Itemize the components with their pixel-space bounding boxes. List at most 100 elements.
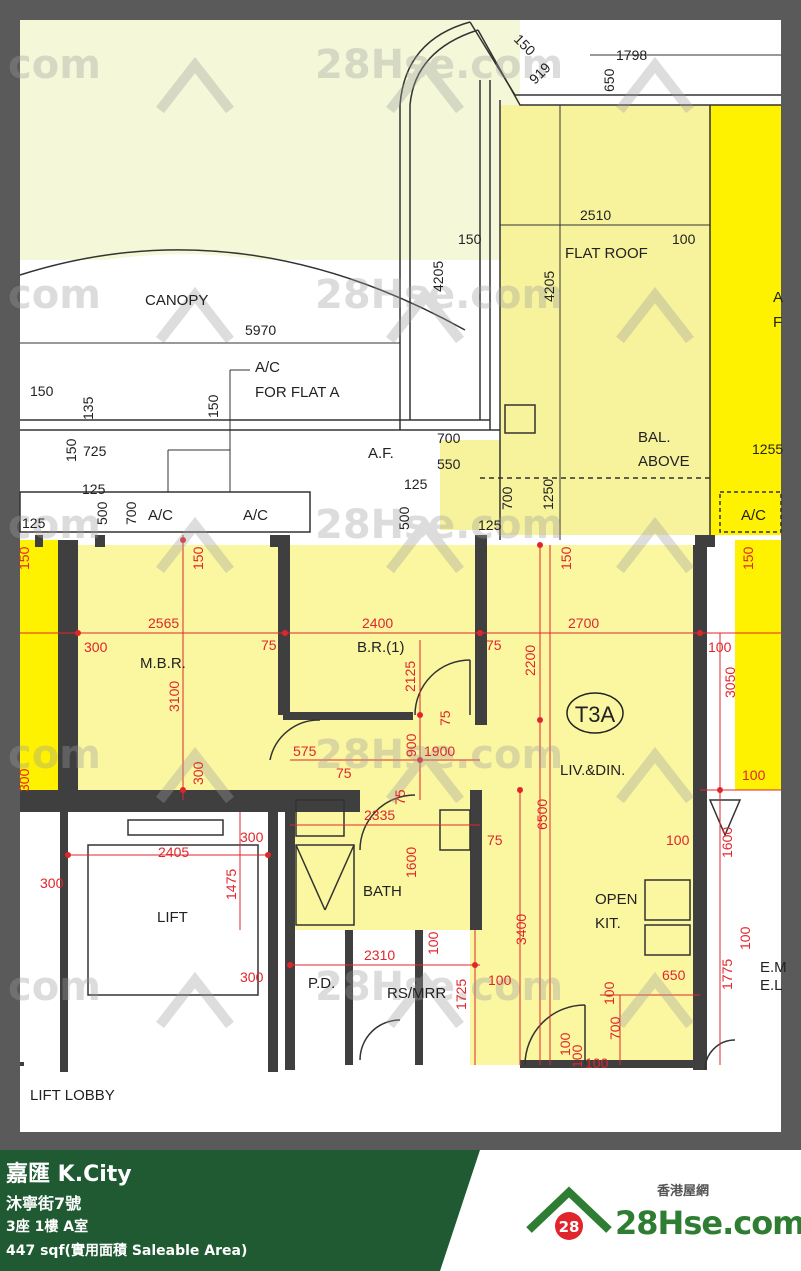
unit-label: T3A: [575, 702, 616, 727]
right-label-f: F: [773, 314, 782, 331]
ac-flat-a-label-2: FOR FLAT A: [255, 384, 339, 401]
dim-500-a: 500: [94, 501, 110, 525]
brand-name: 28Hse.com: [615, 1204, 801, 1242]
rs-mrr-label: RS/MRR: [387, 985, 446, 1002]
svg-text:com: com: [8, 272, 101, 318]
dim-135: 135: [80, 396, 96, 420]
dim-150-red-d: 150: [16, 546, 32, 570]
dim-125-b: 125: [404, 476, 428, 492]
svg-text:28Hse.com: 28Hse.com: [315, 272, 563, 318]
ac-label-3: A/C: [741, 507, 766, 524]
em-label-2: E.L: [760, 977, 783, 994]
dim-650: 650: [601, 68, 617, 92]
flat-roof-label: FLAT ROOF: [565, 245, 648, 262]
dim-150-e: 150: [63, 438, 79, 462]
dim-2125: 2125: [402, 661, 418, 692]
dim-1600-b: 1600: [403, 847, 419, 878]
dim-300-d: 300: [40, 875, 64, 891]
dim-150-b: 150: [458, 231, 482, 247]
dim-100-e: 100: [569, 1044, 585, 1068]
dim-6500: 6500: [534, 799, 550, 830]
canopy-label: CANOPY: [145, 292, 208, 309]
dim-2200: 2200: [522, 645, 538, 676]
dim-500-b: 500: [396, 506, 412, 530]
dim-1900: 1900: [424, 743, 455, 759]
dim-100-b: 100: [666, 832, 690, 848]
svg-text:com: com: [8, 502, 101, 548]
bath-label: BATH: [363, 883, 402, 900]
brand-badge: 28: [559, 1218, 580, 1236]
unit-label-oval: [566, 692, 624, 734]
address: 沐寧街7號: [6, 1194, 82, 1213]
dim-75-b: 75: [486, 637, 502, 653]
dim-100-f: 100: [601, 981, 617, 1005]
dim-2510: 2510: [580, 207, 611, 223]
dim-100-h: 100: [737, 926, 753, 950]
lift-lobby-label: LIFT LOBBY: [30, 1087, 115, 1104]
dim-150-red-c: 150: [740, 546, 756, 570]
dim-2310: 2310: [364, 947, 395, 963]
brand-tagline: 香港屋網: [656, 1184, 709, 1199]
dim-700-c: 700: [499, 486, 515, 510]
dim-650: 650: [662, 967, 686, 983]
dim-4205-b: 4205: [541, 271, 557, 302]
master-bedroom-area: [78, 545, 283, 790]
svg-text:28Hse.com: 28Hse.com: [315, 964, 563, 1010]
dim-900: 900: [403, 733, 419, 757]
right-label-a: A: [773, 289, 783, 306]
saleable-area: 447 sqf(實用面積 Saleable Area): [6, 1243, 248, 1259]
dim-100-d: 100: [488, 972, 512, 988]
open-kitchen-label-1: OPEN: [595, 891, 638, 908]
dim-150-red-a: 150: [190, 546, 206, 570]
dim-150-d: 150: [205, 394, 221, 418]
balcony-label-1: BAL.: [638, 429, 671, 446]
dim-1775: 1775: [719, 959, 735, 990]
lift-label: LIFT: [157, 909, 188, 926]
af-label: A.F.: [368, 445, 394, 462]
dim-3100: 3100: [166, 681, 182, 712]
dim-575: 575: [293, 743, 317, 759]
dim-2335: 2335: [364, 807, 395, 823]
svg-text:com: com: [8, 964, 101, 1010]
dim-2400: 2400: [362, 615, 393, 631]
dim-3050: 3050: [722, 667, 738, 698]
footer: 嘉匯 K.City 沐寧街7號 3座 1樓 A室 447 sqf(實用面積 Sa…: [0, 1150, 801, 1271]
dim-300-e: 300: [240, 969, 264, 985]
em-label-1: E.M: [760, 959, 787, 976]
dim-3400: 3400: [513, 914, 529, 945]
flat-roof-area: [500, 105, 710, 535]
dim-1798: 1798: [616, 47, 647, 63]
walls: [20, 535, 715, 1072]
dim-1250: 1250: [540, 479, 556, 510]
footer-green-band: [0, 1150, 480, 1271]
dim-125-a: 125: [82, 481, 106, 497]
bedroom-1-area: [290, 545, 485, 715]
bath-area: [290, 790, 485, 930]
dim-1255: 1255: [752, 441, 783, 457]
svg-text:28Hse.com: 28Hse.com: [315, 502, 563, 548]
dim-4205-a: 4205: [430, 261, 446, 292]
dim-725: 725: [83, 443, 107, 459]
balcony-label-2: ABOVE: [638, 453, 690, 470]
ac-flat-a-label-1: A/C: [255, 359, 280, 376]
dim-2565: 2565: [148, 615, 179, 631]
dim-75-f: 75: [487, 832, 503, 848]
living-dining-label: LIV.&DIN.: [560, 762, 625, 779]
dim-75-a: 75: [261, 637, 277, 653]
estate-name: 嘉匯 K.City: [6, 1162, 132, 1187]
dim-100-c: 100: [425, 931, 441, 955]
dim-300-a: 300: [84, 639, 108, 655]
dim-150-red-b: 150: [558, 546, 574, 570]
dim-100-g: 100: [557, 1032, 573, 1056]
dim-100-i: 100: [585, 1055, 609, 1071]
unit-info: 3座 1樓 A室: [6, 1219, 89, 1235]
master-bedroom-label: M.B.R.: [140, 655, 186, 672]
house-icon: 28: [526, 1186, 612, 1240]
dim-300-b: 300: [190, 761, 206, 785]
svg-text:28Hse.com: 28Hse.com: [315, 732, 563, 778]
dim-100-j: 100: [742, 767, 766, 783]
dim-75-d: 75: [336, 765, 352, 781]
pd-label: P.D.: [308, 975, 335, 992]
